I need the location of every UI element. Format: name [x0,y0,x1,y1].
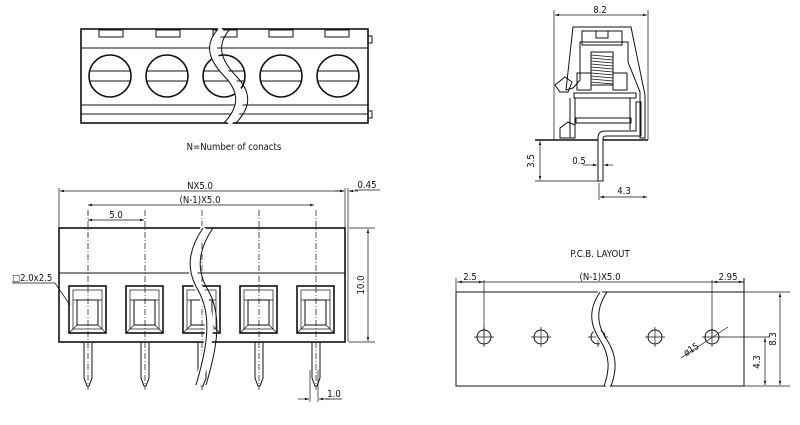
wire-opening [296,285,335,334]
solder-pin [311,210,321,390]
pcb-layout-view: P.C.B. LAYOUT 2.5 (N-1)X5.0 2.95 ø15 4.3… [455,249,790,388]
dim-pitch: 5.0 [109,210,123,221]
dim-left-margin: 2.5 [463,272,477,283]
wire-entry-label: □2.0x2.5 [12,273,52,284]
screw-head-icon [88,54,132,98]
dim-hole-diameter: ø15 [682,341,702,359]
screw-head [581,30,623,46]
screw-head-icon [259,54,303,98]
housing-section [565,26,646,139]
pcb-hole [531,327,551,347]
screw-heads [88,54,360,98]
dim-pin-offset: 4.3 [617,186,631,197]
front-view: NX5.0 (N-1)X5.0 5.0 0.45 10.0 □2.0x2.5 [12,180,380,402]
wire-opening [125,285,164,334]
screw-head-icon [316,54,360,98]
solder-pin [83,210,93,390]
dim-pin-width: 1.0 [327,389,341,400]
solder-pin [254,210,264,390]
dim-overall: NX5.0 [187,181,213,192]
dim-height: 10.0 [356,275,367,294]
break-line [209,28,237,124]
dim-pin-length: 3.5 [526,154,537,168]
screw-thread [590,51,614,86]
dim-edge: 0.45 [357,180,376,191]
clamp-plate [573,92,637,99]
dim-right-margin: 2.95 [718,272,737,283]
dim-pitch-span: (N-1)X5.0 [179,195,220,206]
dim-pin-thickness: 0.5 [572,156,586,167]
dim-hole-height: 4.3 [752,355,763,369]
wire-opening [68,285,107,334]
contacts-caption: N=Number of conacts [187,142,282,153]
top-view: N=Number of conacts [80,26,373,153]
dim-span: (N-1)X5.0 [579,272,620,283]
break-line [189,227,208,386]
pcb-hole [474,327,494,347]
pcb-hole [645,327,665,347]
screw-head-icon [145,54,189,98]
pcb-hole [702,327,722,347]
wire-opening [239,285,278,334]
side-section-view: 8.2 3.5 0.5 4.3 [526,5,649,200]
wire-openings [68,210,335,390]
solder-pin [140,210,150,390]
top-tabs [98,29,350,38]
pcb-layout-title: P.C.B. LAYOUT [570,249,630,260]
screw-head-icon [202,54,246,98]
contact-pin-section [597,101,642,182]
dim-total-height: 8.3 [768,332,779,346]
dim-width: 8.2 [593,5,607,16]
